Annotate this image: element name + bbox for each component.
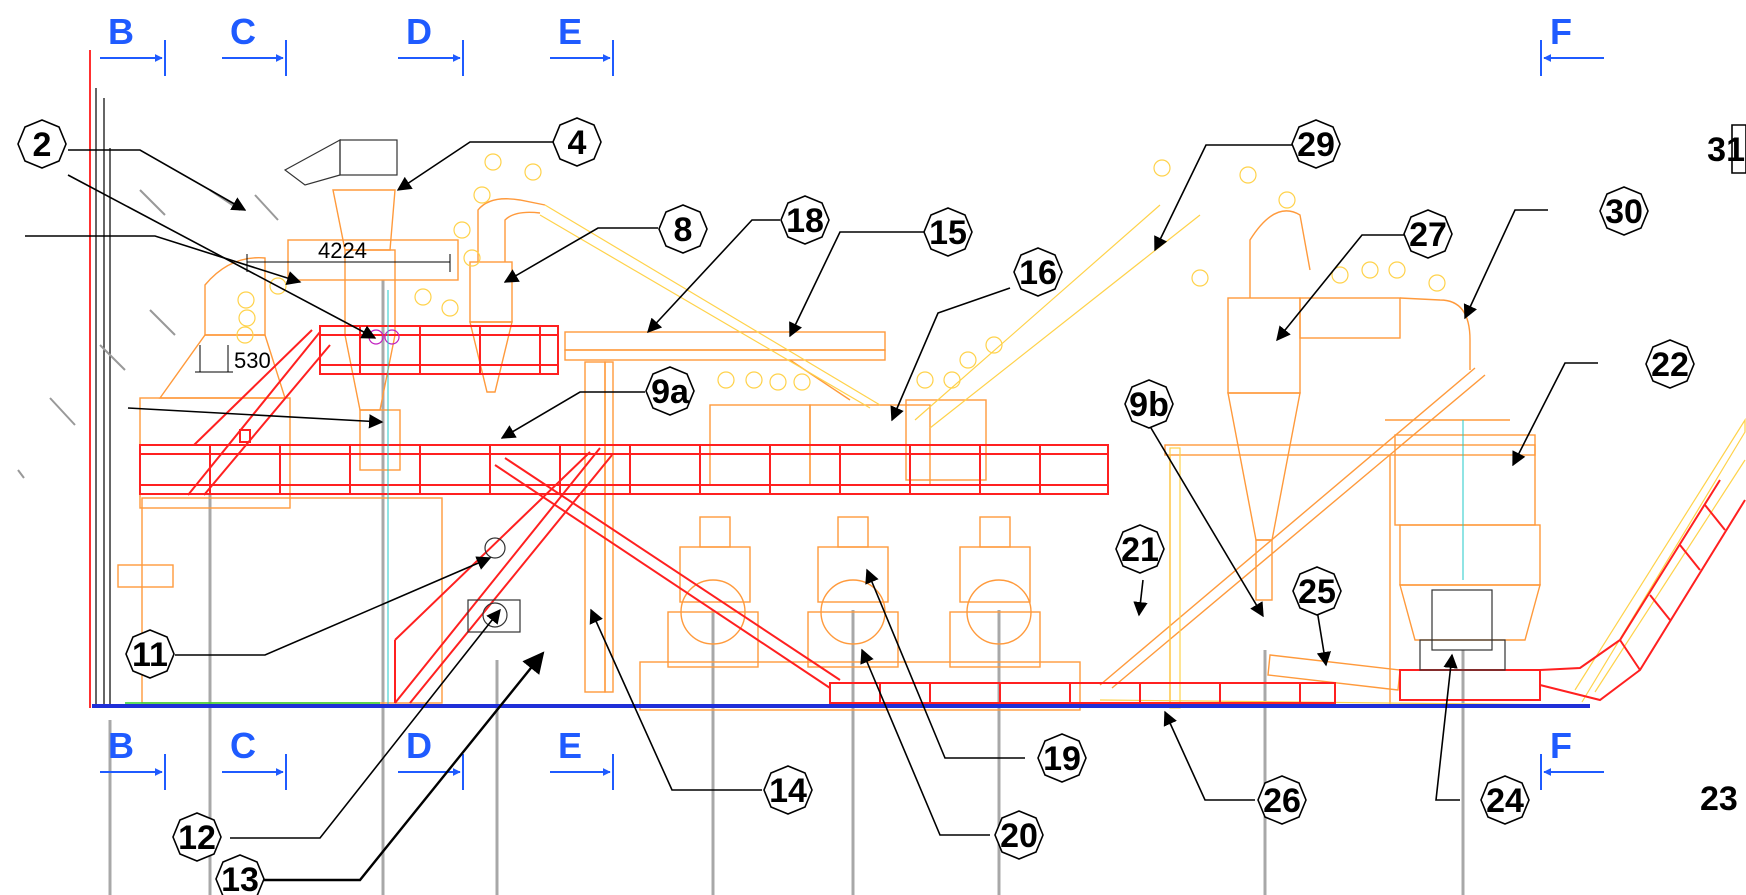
callout-label-24: 24 <box>1486 782 1524 820</box>
callout-label-29: 29 <box>1297 126 1335 164</box>
callout-label-19: 19 <box>1043 740 1081 778</box>
callout-22: 22 <box>1645 339 1695 389</box>
column-gridlines <box>108 280 1465 895</box>
aspiration-ducts <box>236 153 1746 709</box>
callout-9b: 9b <box>1124 379 1174 429</box>
callouts: 2 4 8 18 15 16 9a 29 <box>17 117 1746 895</box>
section-marker-e-bottom: E <box>558 725 582 766</box>
callout-16: 16 <box>1013 247 1063 297</box>
callout-9a: 9a <box>645 366 695 416</box>
callout-20: 20 <box>994 810 1044 860</box>
callout-14: 14 <box>763 765 813 815</box>
dimension-label-height: 530 <box>234 348 271 373</box>
callout-label-11: 11 <box>132 636 168 674</box>
callout-25: 25 <box>1292 566 1342 616</box>
label-23: 23 <box>1700 780 1738 818</box>
callout-label-30: 30 <box>1605 193 1643 231</box>
callout-24: 24 <box>1480 775 1530 825</box>
callout-label-15: 15 <box>929 214 967 252</box>
callout-19: 19 <box>1037 733 1087 783</box>
section-marker-b-bottom: B <box>108 725 134 766</box>
callout-2: 2 <box>17 119 67 169</box>
callout-31: 31 <box>1707 124 1746 174</box>
callout-15: 15 <box>923 207 973 257</box>
section-marker-c-bottom: C <box>230 725 256 766</box>
callout-label-9b: 9b <box>1129 386 1169 424</box>
building-wall <box>17 50 279 708</box>
callout-30: 30 <box>1599 186 1649 236</box>
section-marker-b-top: B <box>108 11 134 52</box>
callout-label-20: 20 <box>1000 817 1038 855</box>
platforms-and-stairs <box>139 325 1746 704</box>
callout-18: 18 <box>780 195 830 245</box>
callout-27: 27 <box>1403 209 1453 259</box>
leader-lines <box>25 141 1598 882</box>
dimension-530: 530 <box>195 345 271 373</box>
section-marker-d-bottom: D <box>406 725 432 766</box>
callout-label-12: 12 <box>178 819 216 857</box>
section-marker-d-top: D <box>406 11 432 52</box>
callout-4: 4 <box>552 117 602 167</box>
process-equipment <box>117 189 1541 711</box>
callout-label-18: 18 <box>786 202 824 240</box>
section-markers-bottom: B C D E F <box>100 725 1604 790</box>
callout-13: 13 <box>215 854 265 895</box>
section-marker-f-bottom: F <box>1550 725 1572 766</box>
callout-label-9a: 9a <box>651 373 690 411</box>
motor-details <box>283 138 1506 671</box>
callout-21: 21 <box>1115 524 1165 574</box>
callout-label-4: 4 <box>568 124 587 162</box>
callout-label-14: 14 <box>769 772 807 810</box>
section-marker-f-top: F <box>1550 11 1572 52</box>
section-marker-e-top: E <box>558 11 582 52</box>
dimension-label-width: 4224 <box>318 238 367 263</box>
dimension-4224: 4224 <box>246 238 451 272</box>
callout-label-21: 21 <box>1121 531 1159 569</box>
callout-label-22: 22 <box>1651 346 1689 384</box>
callout-label-27: 27 <box>1409 216 1447 254</box>
callout-label-25: 25 <box>1298 573 1336 611</box>
callout-8: 8 <box>658 204 708 254</box>
callout-label-31: 31 <box>1707 131 1745 169</box>
section-markers-top: B C D E F <box>100 11 1604 76</box>
callout-12: 12 <box>172 812 222 862</box>
callout-label-2: 2 <box>33 126 52 164</box>
callout-11: 11 <box>125 629 175 679</box>
callout-label-26: 26 <box>1263 782 1301 820</box>
center-lines <box>387 290 1464 708</box>
callout-label-16: 16 <box>1019 254 1057 292</box>
callout-label-8: 8 <box>674 211 693 249</box>
callout-29: 29 <box>1291 119 1341 169</box>
callout-label-13: 13 <box>221 861 259 895</box>
callout-26: 26 <box>1257 775 1307 825</box>
section-marker-c-top: C <box>230 11 256 52</box>
